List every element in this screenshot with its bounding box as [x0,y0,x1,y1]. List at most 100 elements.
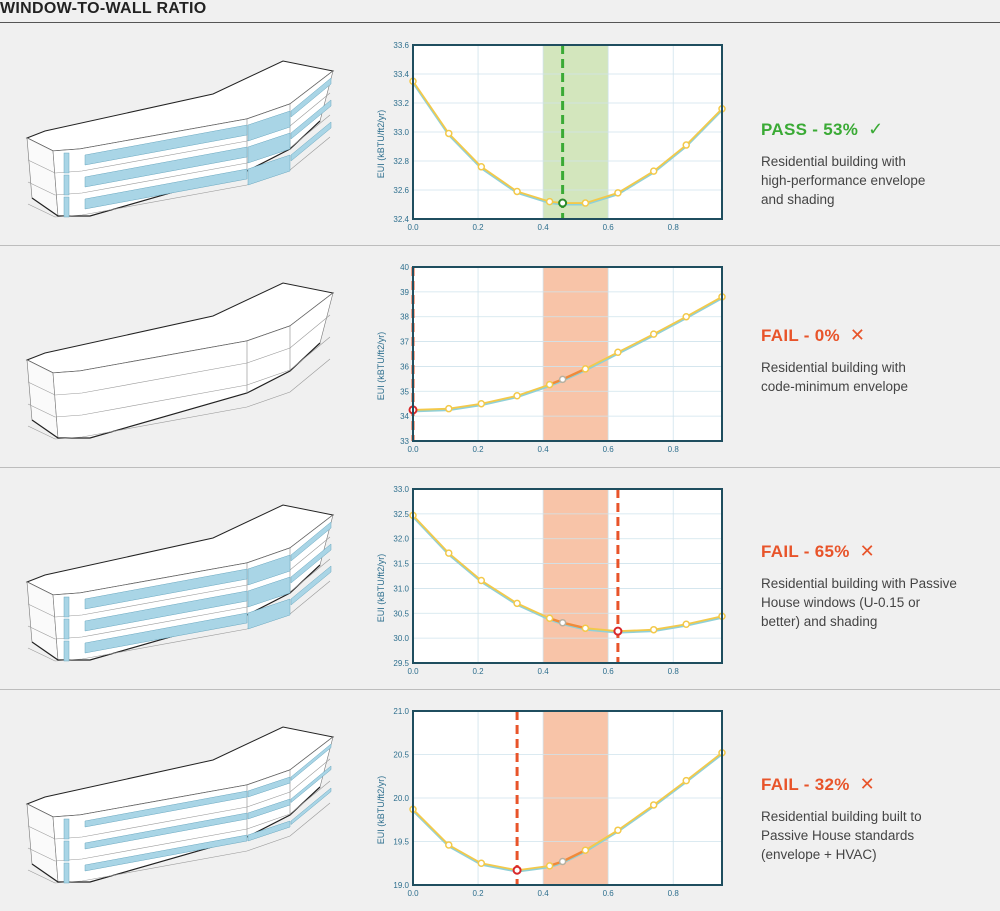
data-point [545,614,554,623]
status-text: FAIL - 0% [761,326,840,345]
plot-frame [412,710,723,886]
floor-line [27,358,331,440]
data-point [545,197,554,206]
data-point [649,801,658,809]
x-tick-label: 0.6 [603,889,615,898]
window-slot [63,196,70,218]
data-point [477,163,486,171]
y-tick-label: 34 [400,412,409,421]
y-tick-label: 30.0 [393,634,409,643]
description-line: Residential building with [761,154,906,169]
window-band [247,132,291,164]
window-band [290,543,332,584]
data-point [477,859,486,867]
data-point [649,167,658,175]
x-tick-label: 0.8 [668,223,680,232]
y-tick-label: 33 [400,437,409,446]
building-model [25,504,335,662]
x-icon: ✕ [859,774,876,794]
description-line: Residential building with Passive [761,576,957,591]
y-tick-label: 37 [400,338,409,347]
floor-line [27,758,331,840]
x-tick-label: 0.0 [407,445,419,454]
window-band [84,568,248,610]
y-tick-label: 38 [400,313,409,322]
data-point [581,624,590,632]
window-band [84,124,248,166]
floor-line [27,314,331,396]
y-tick-label: 21.0 [393,707,409,716]
data-point [445,549,453,557]
description-line: House windows (U-0.15 or [761,595,921,610]
plot-frame [412,266,723,442]
y-tick-label: 33.0 [393,128,409,137]
data-point [682,620,690,628]
window-band [290,121,332,162]
data-point [614,189,622,197]
plot-frame [412,488,723,664]
data-point [581,199,590,207]
floor-line [27,780,331,862]
data-point [445,841,453,849]
y-tick-label: 33.4 [393,70,409,79]
window-slot [63,174,70,196]
x-tick-label: 0.6 [603,223,615,232]
window-slot [63,818,70,840]
floor-line [27,136,331,218]
check-icon: ✓ [868,119,884,139]
x-tick-label: 0.4 [538,889,550,898]
window-band [247,554,291,586]
scenario-description: Residential building with code-minimum en… [761,358,981,396]
description-line: Residential building built to [761,809,922,824]
y-tick-label: 20.0 [393,794,409,803]
data-point [614,826,622,834]
x-tick-label: 0.8 [668,667,680,676]
selected-data-point [512,865,522,875]
data-point [558,618,567,627]
plot-frame [412,44,723,220]
window-slot [63,618,70,640]
y-tick-label: 32.5 [393,510,409,519]
scenario-info: FAIL - 65% ✕ Residential building with Pas… [761,541,981,631]
window-band [290,99,332,140]
x-tick-label: 0.6 [603,667,615,676]
y-tick-label: 19.5 [393,838,409,847]
building-model [25,726,335,884]
description-line: (envelope + HVAC) [761,847,877,862]
x-tick-label: 0.2 [472,445,484,454]
window-band [290,565,332,606]
data-point [513,392,521,400]
y-tick-label: 19.0 [393,881,409,890]
description-line: Residential building with [761,360,906,375]
description-line: and shading [761,192,835,207]
x-tick-label: 0.0 [407,223,419,232]
description-line: code-minimum envelope [761,379,909,394]
y-tick-label: 32.4 [393,215,409,224]
data-point [445,129,453,138]
y-tick-label: 35 [400,387,409,396]
y-tick-label: 30.5 [393,609,409,618]
target-band [543,489,609,663]
status-text: FAIL - 32% [761,775,850,794]
window-band [84,146,248,188]
window-band [84,168,248,210]
x-tick-label: 0.8 [668,889,680,898]
window-band [84,790,248,828]
x-tick-label: 0.6 [603,445,615,454]
status-text: PASS - 53% [761,120,859,139]
data-point [581,846,590,854]
selected-data-point [613,626,623,636]
x-tick-label: 0.2 [472,223,484,232]
scenario-info: FAIL - 32% ✕ Residential building built to… [761,774,981,864]
status-text: FAIL - 65% [761,542,850,561]
window-band [247,776,291,798]
y-axis-label: EUI (kBTU/ft2/yr) [376,776,386,845]
x-icon: ✕ [859,541,876,561]
